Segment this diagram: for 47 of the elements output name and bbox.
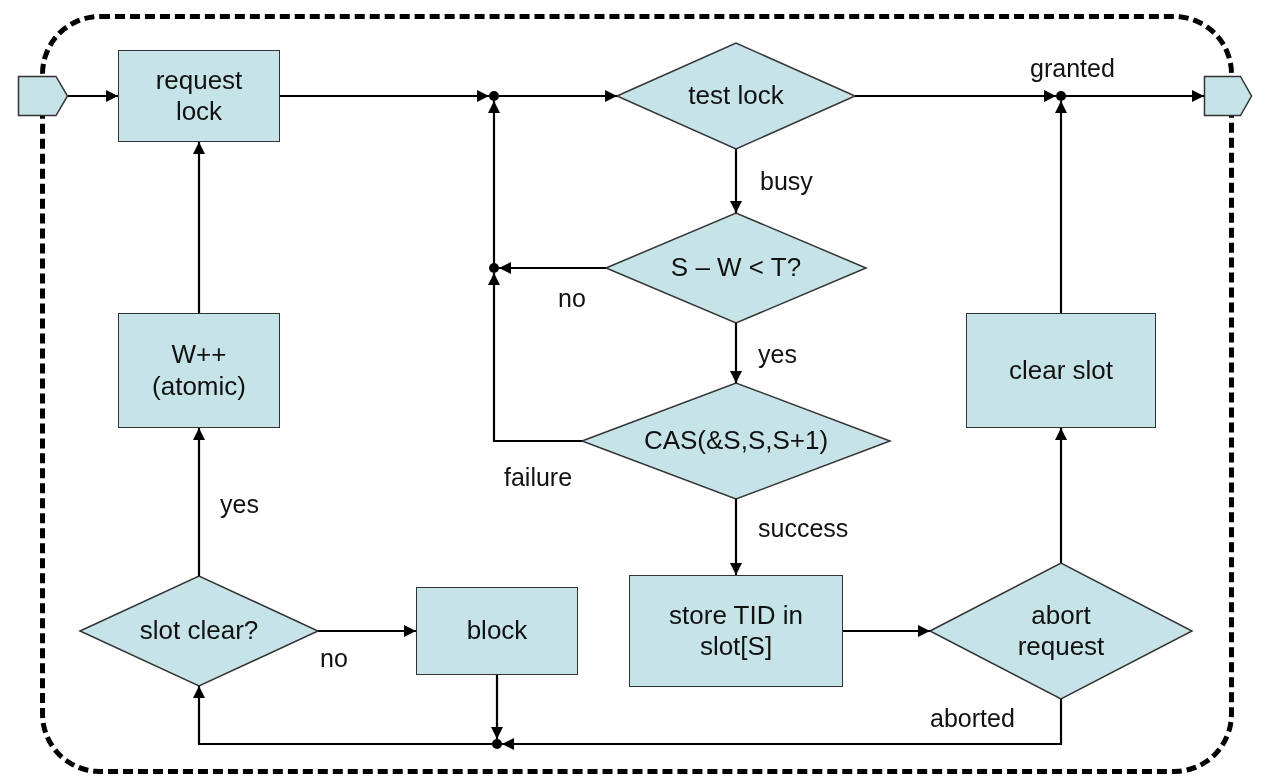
junction-dot: [1056, 91, 1066, 101]
process-box: [966, 313, 1156, 428]
process-box: [416, 587, 578, 675]
arrow: [730, 323, 742, 383]
arrow: [730, 149, 742, 213]
process-box: [629, 575, 843, 687]
node-text: store TID in slot[S]: [668, 599, 804, 663]
node-text: clear slot: [1008, 354, 1113, 387]
decision-diamond: [930, 563, 1192, 699]
arrow: [280, 90, 489, 102]
arrow: [1066, 90, 1204, 102]
node-text: test lock: [688, 80, 784, 112]
arrow: [1055, 101, 1067, 313]
arrow: [502, 699, 1063, 750]
arrow: [1055, 428, 1067, 563]
process-box: [118, 313, 280, 428]
junction-dot: [489, 263, 499, 273]
decision-diamond: [582, 383, 890, 499]
arrow: [193, 428, 205, 576]
node-text: slot clear?: [139, 615, 259, 647]
decision-diamond: [617, 43, 855, 149]
arrow: [193, 686, 492, 746]
arrow: [855, 90, 1056, 102]
arrow: [499, 262, 606, 274]
arrow: [193, 142, 205, 313]
node-text: CAS(&S,S,S+1): [643, 425, 829, 457]
junction-dot: [492, 739, 502, 749]
node-text: abort request: [1016, 599, 1106, 663]
node-text: W++ (atomic): [151, 339, 247, 402]
arrow: [491, 675, 503, 739]
arrow: [843, 625, 930, 637]
port-tag: [18, 76, 68, 116]
decision-diamond: [80, 576, 318, 686]
arrow: [488, 273, 582, 443]
node-text: block: [466, 615, 528, 647]
arrow: [488, 101, 500, 263]
node-text: S – W < T?: [670, 252, 802, 284]
port-tag: [1204, 76, 1252, 116]
junction-dot: [489, 91, 499, 101]
arrow: [730, 499, 742, 575]
arrow: [68, 90, 118, 102]
arrow: [318, 625, 416, 637]
decision-diamond: [606, 213, 866, 323]
dashed-boundary: [40, 14, 1234, 774]
process-box: [118, 50, 280, 142]
arrow: [499, 90, 617, 102]
node-text: request lock: [154, 64, 244, 128]
